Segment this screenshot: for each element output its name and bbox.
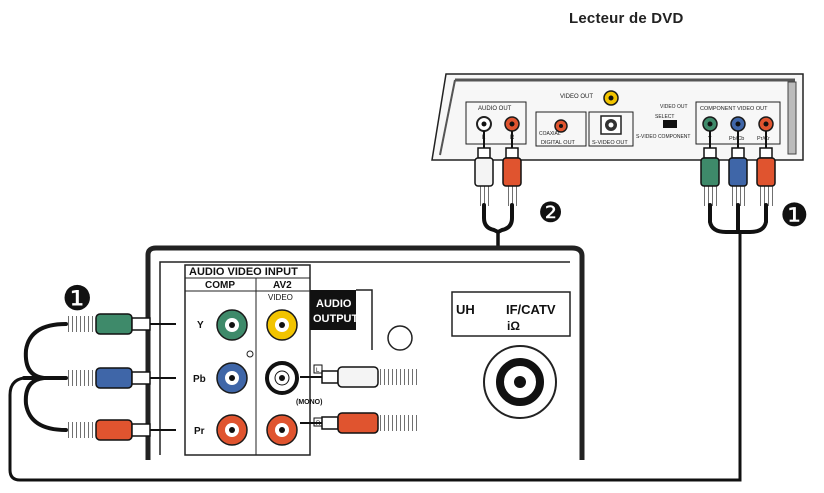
- dvd-comp-pr-label: Pr/Cr: [757, 136, 770, 142]
- plug-tv-comp-pb: [66, 367, 176, 389]
- tv-av2-audio-l-jack: [265, 361, 299, 395]
- dvd-digital-out-label: DIGITAL OUT: [541, 140, 576, 146]
- plugs: [66, 131, 776, 441]
- tv-panel-title: AUDIO VIDEO INPUT: [189, 266, 298, 278]
- plug-tv-comp-y-body: [95, 313, 133, 335]
- dvd-component-pr-jack: [758, 116, 774, 132]
- dvd-switch-bottom-label: S-VIDEO COMPONENT: [636, 134, 690, 140]
- dvd-component-pb-jack: [730, 116, 746, 132]
- dvd-video-out-jack: [603, 90, 619, 106]
- tv-comp-pr-jack: [216, 414, 248, 446]
- dvd-svideo-out-jack: [600, 115, 622, 135]
- plug-dvd-comp-y: [700, 131, 720, 206]
- tv-audio-output-line1: AUDIO: [316, 298, 352, 310]
- tv-uhf-label: UH: [456, 302, 475, 317]
- dvd-coaxial-label: COAXIAL: [539, 131, 561, 137]
- plug-dvd-comp-pb-body: [728, 157, 748, 187]
- plug-tv-comp-pb-body: [95, 367, 133, 389]
- dvd-switch-mid-label: SELECT: [655, 114, 674, 120]
- tv-label-y: Y: [197, 320, 204, 331]
- dvd-comp-pb-label: Pb/Cb: [729, 136, 744, 142]
- step-marker-1-right: ❶: [780, 197, 809, 233]
- plug-dvd-audio-r: [502, 131, 522, 206]
- dvd-player: VIDEO OUT AUDIO OUT L R COAXIAL DIGITAL …: [431, 73, 804, 161]
- plug-tv-audio-l: [300, 366, 418, 388]
- plug-tv-comp-pr-body: [95, 419, 133, 441]
- dvd-audio-l-jack: [476, 116, 492, 132]
- plug-dvd-audio-r-body: [502, 157, 522, 187]
- plug-tv-comp-y: [66, 313, 176, 335]
- dvd-audio-out-label: AUDIO OUT: [478, 106, 512, 112]
- plug-dvd-comp-y-body: [700, 157, 720, 187]
- tv-back-panel: AUDIO VIDEO INPUT COMP AV2 VIDEO AUDIO O…: [145, 245, 585, 460]
- plug-tv-audio-r-body: [337, 412, 379, 434]
- tv-comp-pb-jack: [216, 362, 248, 394]
- tv-label-pb: Pb: [193, 374, 206, 385]
- tv-label-mono: (MONO): [296, 399, 322, 406]
- plug-tv-comp-pr: [66, 419, 176, 441]
- tv-label-pr: Pr: [194, 426, 205, 437]
- tv-antenna-connector: [483, 345, 557, 419]
- tv-label-l: L: [316, 368, 320, 374]
- plug-tv-audio-r: [300, 412, 418, 434]
- dvd-svideo-out-label: S-VIDEO OUT: [592, 140, 628, 146]
- dvd-video-out-label: VIDEO OUT: [560, 94, 593, 100]
- dvd-component-out-label: COMPONENT VIDEO OUT: [700, 106, 768, 112]
- step-marker-1-left: ❶: [62, 280, 92, 318]
- plug-dvd-comp-pr-body: [756, 157, 776, 187]
- plug-dvd-comp-pr: [756, 131, 776, 206]
- tv-av2-audio-r-jack: [266, 414, 298, 446]
- tv-video-label: VIDEO: [268, 293, 293, 302]
- dvd-audio-r-jack: [504, 116, 520, 132]
- dvd-digital-out-jack: [554, 119, 568, 133]
- dvd-player-title: Lecteur de DVD: [569, 10, 684, 27]
- tv-av2-label: AV2: [273, 280, 292, 291]
- dvd-switch-top-label: VIDEO OUT: [660, 104, 688, 110]
- tv-audio-output-line2: OUTPUT: [313, 313, 359, 325]
- tv-catv-label: IF/CATV: [506, 302, 556, 317]
- step-marker-2: ❷: [538, 197, 563, 228]
- tv-comp-label: COMP: [205, 280, 235, 291]
- tv-comp-y-jack: [216, 309, 248, 341]
- tv-ohm-label: iΩ: [507, 319, 520, 333]
- plug-dvd-audio-l: [474, 131, 494, 206]
- dvd-video-select-switch: [663, 120, 677, 128]
- dvd-component-y-jack: [702, 116, 718, 132]
- plug-dvd-comp-pb: [728, 131, 748, 206]
- tv-av2-video-jack: [266, 309, 298, 341]
